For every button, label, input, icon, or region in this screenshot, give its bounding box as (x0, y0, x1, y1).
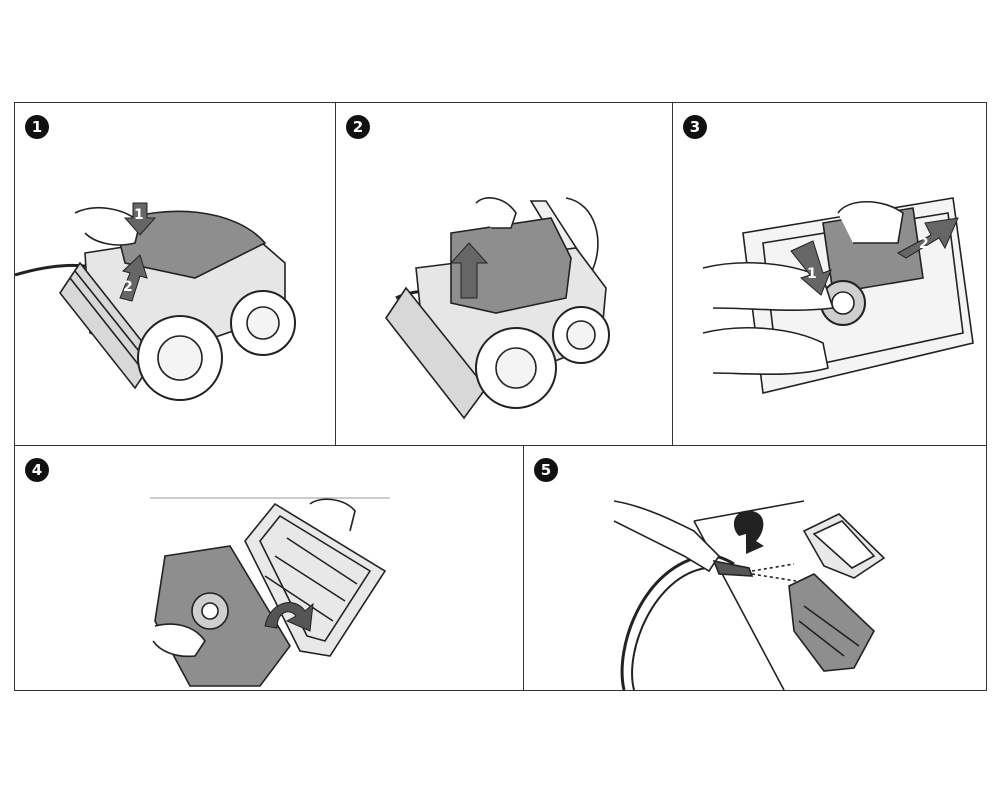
step-1-badge: 1 (25, 115, 49, 139)
step-2-badge: 2 (346, 115, 370, 139)
step-5-badge: 5 (534, 458, 558, 482)
svg-text:1: 1 (134, 207, 144, 223)
svg-text:1: 1 (807, 266, 817, 282)
step-3-arrow-2: 2 (897, 217, 959, 259)
step-1-arrow-2: 2 (119, 254, 148, 302)
step-4-illustration (150, 497, 390, 687)
step-5-illustration (613, 500, 886, 690)
step-1-arrow-1: 1 (123, 202, 157, 236)
step-1-panel: 1 1 2 (14, 102, 336, 446)
step-1-illustration: 1 2 (15, 202, 296, 401)
step-5-panel: 5 (523, 445, 987, 691)
step-2-arrow-up (449, 242, 489, 299)
svg-text:2: 2 (123, 279, 133, 295)
step-4-badge: 4 (25, 458, 49, 482)
step-2-illustration (385, 197, 610, 420)
step-3-arrow-1: 1 (790, 240, 832, 296)
step-3-badge: 3 (683, 115, 707, 139)
step-4-panel: 4 (14, 445, 524, 691)
step-3-illustration: 1 2 (702, 197, 974, 394)
step-2-panel: 2 (335, 102, 673, 446)
svg-text:2: 2 (919, 236, 929, 252)
step-3-panel: 3 1 2 (672, 102, 987, 446)
step-5-drop-arrow (733, 510, 764, 554)
step-4-rotate-arrow (264, 602, 314, 632)
